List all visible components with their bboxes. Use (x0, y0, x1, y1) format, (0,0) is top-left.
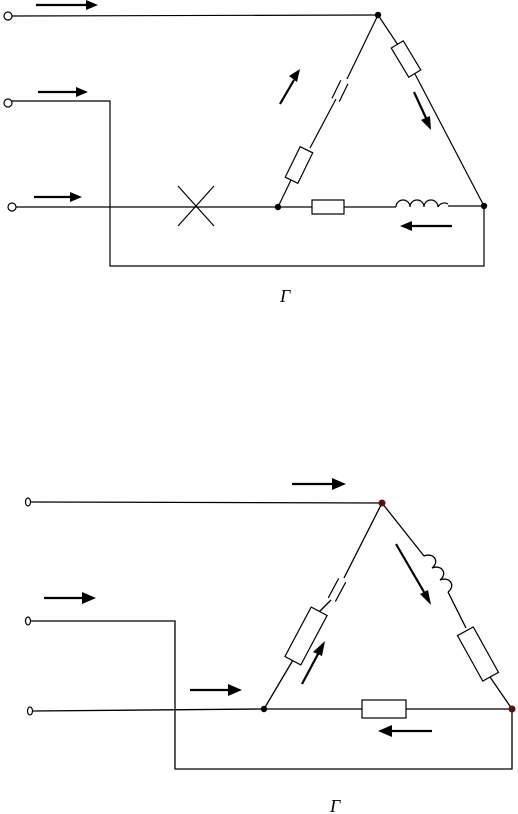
bottom-terminal-b (24, 616, 32, 626)
top-arrow-c (34, 192, 82, 202)
bottom-line-b (31, 620, 513, 770)
top-node-right (480, 202, 488, 210)
bottom-capacitor (327, 578, 347, 602)
top-node-left (274, 203, 282, 211)
bottom-arrow-b (44, 592, 96, 604)
top-right-wire-1 (377, 14, 399, 46)
bottom-arrow-bottom-branch (378, 725, 432, 737)
bottom-left-wire-1 (343, 502, 383, 579)
bottom-line-a (30, 501, 383, 504)
bottom-arrow-left-branch (301, 641, 325, 685)
bottom-arrow-c (190, 684, 242, 696)
bottom-terminal-c (26, 706, 34, 716)
bottom-circuit: Г (24, 478, 516, 814)
top-line-a (11, 14, 379, 17)
top-node-apex (374, 11, 382, 19)
bottom-left-resistor (284, 606, 328, 666)
top-inductor (395, 199, 449, 208)
bottom-inductor (423, 554, 453, 593)
top-capacitor (331, 79, 349, 103)
bottom-line-c (32, 708, 265, 712)
bottom-right-wire-3 (489, 676, 513, 710)
top-arrow-bottom-branch (400, 221, 452, 231)
top-arrow-right-branch (413, 91, 431, 130)
top-left-wire-1 (346, 14, 379, 80)
top-circuit: Г (3, 0, 488, 306)
top-terminal-c (7, 202, 17, 212)
bottom-node-right (508, 705, 516, 713)
top-terminal-a (3, 11, 13, 21)
bottom-arrow-right-branch (395, 543, 431, 605)
top-terminal-b (3, 98, 13, 108)
bottom-arrow-a (292, 478, 346, 490)
bottom-terminal-a (24, 497, 32, 507)
bottom-right-wire-1 (381, 502, 425, 557)
top-arrow-left-branch (279, 69, 300, 105)
bottom-left-wire-2 (318, 599, 332, 613)
bottom-left-wire-3 (263, 659, 294, 710)
bottom-right-resistor (456, 626, 500, 682)
bottom-right-wire-2 (447, 591, 467, 629)
bottom-caption: Г (329, 796, 341, 814)
top-right-wire-2 (414, 73, 485, 207)
top-arrow-a (36, 0, 98, 10)
bottom-node-apex (378, 499, 386, 507)
top-right-resistor (390, 39, 422, 79)
top-arrow-b (38, 87, 88, 97)
top-left-wire-3 (277, 179, 292, 208)
top-left-wire-2 (309, 98, 337, 149)
bottom-node-left (260, 705, 268, 713)
top-line-b (12, 100, 485, 267)
top-bottom-resistor (311, 199, 345, 215)
top-break-mark-2 (177, 185, 215, 227)
bottom-bottom-resistor (361, 699, 407, 719)
top-caption: Г (279, 286, 291, 306)
top-left-resistor (284, 145, 314, 185)
